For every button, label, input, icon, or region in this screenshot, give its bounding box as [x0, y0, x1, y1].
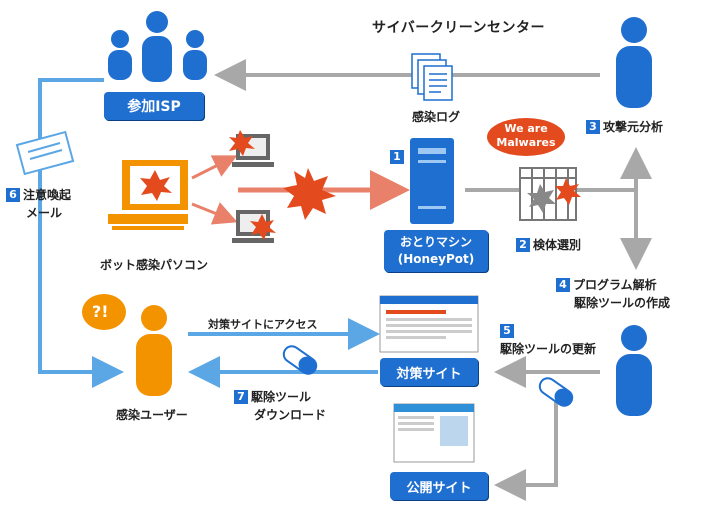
honeypot-line2: (HoneyPot): [397, 252, 475, 266]
infected-pc-2-icon: [232, 210, 276, 243]
honeypot-server-icon: [410, 138, 454, 224]
bubble-line2: Malwares: [496, 136, 556, 149]
step-6-line1: 注意喚起: [23, 188, 72, 202]
updater-icon: [616, 325, 652, 416]
question-bubble: [82, 294, 126, 330]
bot-pc-label: ボット感染パソコン: [100, 258, 209, 272]
capsule-2-icon: [538, 377, 574, 407]
infected-user-label: 感染ユーザー: [116, 408, 188, 422]
isp-button[interactable]: 参加ISP: [104, 92, 204, 120]
center-title: サイバークリーンセンター: [372, 20, 546, 36]
step-6-line2: メール: [26, 206, 63, 220]
arrow-update-to-public: [494, 390, 558, 501]
warning-mail-icon: [15, 130, 75, 176]
bubble-line1: We are: [504, 122, 548, 135]
malware-transit-icon: [283, 168, 336, 220]
arrow-bot-to-pc1: [191, 155, 238, 180]
malware-red-icon: [555, 178, 581, 205]
step-4-line2: 駆除ツールの作成: [574, 296, 671, 310]
step-4-number: 4: [556, 278, 570, 292]
public-site-button[interactable]: 公開サイト: [390, 472, 488, 500]
honeypot-line1: おとりマシン: [399, 235, 472, 249]
user-question-mark: ?!: [92, 302, 109, 321]
arrow-isp-mail-user: [38, 78, 124, 388]
step-5-label: 5 駆除ツールの更新: [500, 322, 596, 358]
infection-log-label: 感染ログ: [412, 110, 461, 124]
arrow-bot-to-pc2: [191, 202, 238, 225]
countermeasure-site-button[interactable]: 対策サイト: [380, 358, 478, 386]
access-label: 対策サイトにアクセス: [208, 318, 318, 331]
step-2-number: 2: [516, 238, 530, 252]
bot-pc-icon: [108, 160, 188, 230]
analyst-icon: [616, 17, 652, 108]
step-5-text: 駆除ツールの更新: [500, 342, 597, 356]
infection-log-icon: [411, 53, 453, 101]
isp-label: 参加ISP: [127, 99, 181, 115]
capsule-1-icon: [282, 345, 318, 375]
isp-people-icon: [108, 11, 207, 82]
step-3-text: 攻撃元分析: [603, 120, 664, 134]
infected-pc-1-icon: [229, 130, 274, 167]
step-2-text: 検体選別: [533, 238, 582, 252]
infected-user-icon: [136, 305, 172, 396]
step-7-line1: 駆除ツール: [251, 390, 312, 404]
honeypot-button[interactable]: おとりマシン (HoneyPot): [384, 230, 488, 272]
public-site-label: 公開サイト: [406, 480, 472, 496]
step-4-line1: プログラム解析: [573, 278, 657, 292]
step-7-line2: ダウンロード: [254, 408, 327, 422]
malware-speech-bubble: We are Malwares: [487, 118, 565, 156]
countermeasure-site-thumbnail: [379, 295, 479, 353]
step-5-number: 5: [500, 324, 514, 338]
public-site-thumbnail: [393, 403, 475, 463]
step-6-number: 6: [6, 188, 20, 202]
step-1-number: 1: [390, 150, 404, 164]
step-1-marker: 1: [390, 146, 407, 165]
malware-gray-icon: [527, 184, 556, 213]
countermeasure-site-label: 対策サイト: [396, 366, 462, 382]
step-3-number: 3: [586, 120, 600, 134]
step-7-number: 7: [234, 390, 248, 404]
